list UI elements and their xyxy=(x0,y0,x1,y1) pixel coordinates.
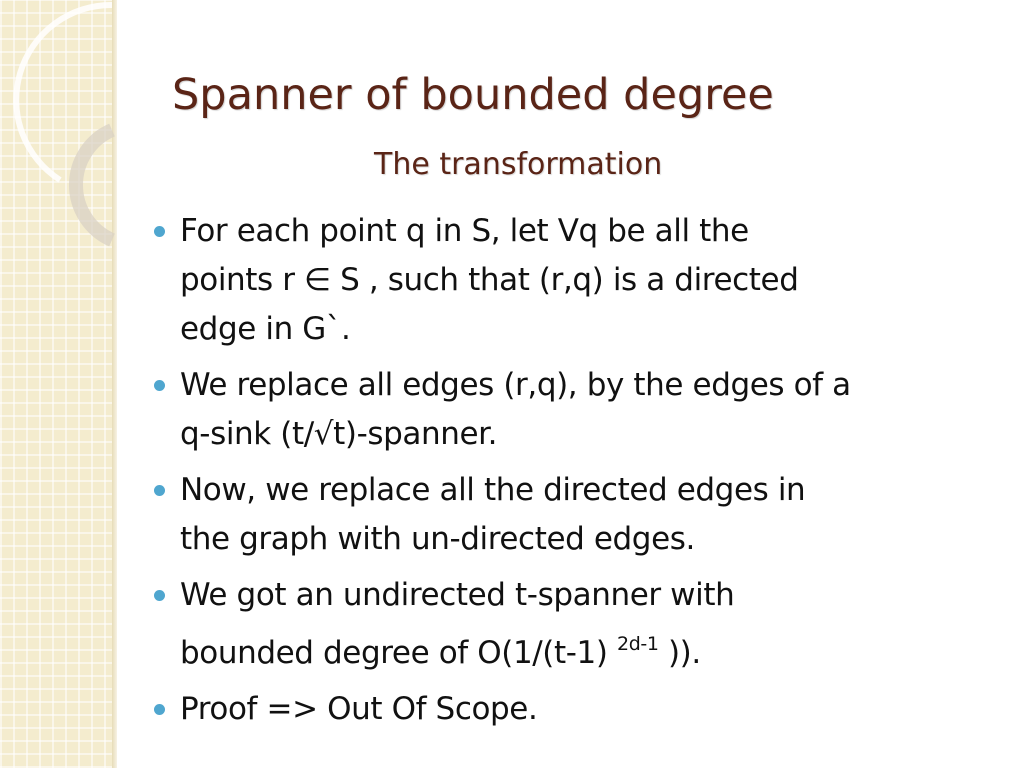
bullet-dot-icon xyxy=(154,704,165,715)
bullet-dot-icon xyxy=(154,226,165,237)
bullet-item: For each point q in S, let Vq be all the… xyxy=(148,207,1003,354)
bullet-dot-icon xyxy=(154,590,165,601)
bullet-line: We got an undirected t-spanner with xyxy=(180,577,735,613)
bullet-dot-icon xyxy=(154,380,165,391)
slide-title: Spanner of bounded degree xyxy=(172,70,774,120)
bullet-list: For each point q in S, let Vq be all the… xyxy=(148,207,1003,741)
slide-subtitle: The transformation xyxy=(374,147,663,182)
bullet-item: Now, we replace all the directed edges i… xyxy=(148,466,1003,564)
bullet-line: the graph with un-directed edges. xyxy=(180,521,695,557)
degree-exponent: 2d-1 xyxy=(617,633,659,655)
bullet-line: We replace all edges (r,q), by the edges… xyxy=(180,367,851,403)
bullet-item: We replace all edges (r,q), by the edges… xyxy=(148,361,1003,459)
bullet-item: Proof => Out Of Scope. xyxy=(148,685,1003,734)
degree-text: bounded degree of O(1/(t-1) xyxy=(180,635,618,671)
bullet-dot-icon xyxy=(154,485,165,496)
degree-text-end: )). xyxy=(658,635,701,671)
bullet-line: Now, we replace all the directed edges i… xyxy=(180,472,806,508)
decorative-arcs xyxy=(13,1,116,247)
bullet-line: q-sink (t/√t)-spanner. xyxy=(180,416,498,452)
bullet-item: We got an undirected t-spanner with boun… xyxy=(148,571,1003,678)
bullet-line: edge in G`. xyxy=(180,311,351,347)
bullet-line: For each point q in S, let Vq be all the xyxy=(180,213,749,249)
bullet-line: points r ∈ S , such that (r,q) is a dire… xyxy=(180,262,799,298)
bullet-line: Proof => Out Of Scope. xyxy=(180,691,538,727)
bullet-line-with-superscript: bounded degree of O(1/(t-1) 2d-1 )). xyxy=(180,620,1003,678)
decorative-band-edge xyxy=(112,0,117,768)
